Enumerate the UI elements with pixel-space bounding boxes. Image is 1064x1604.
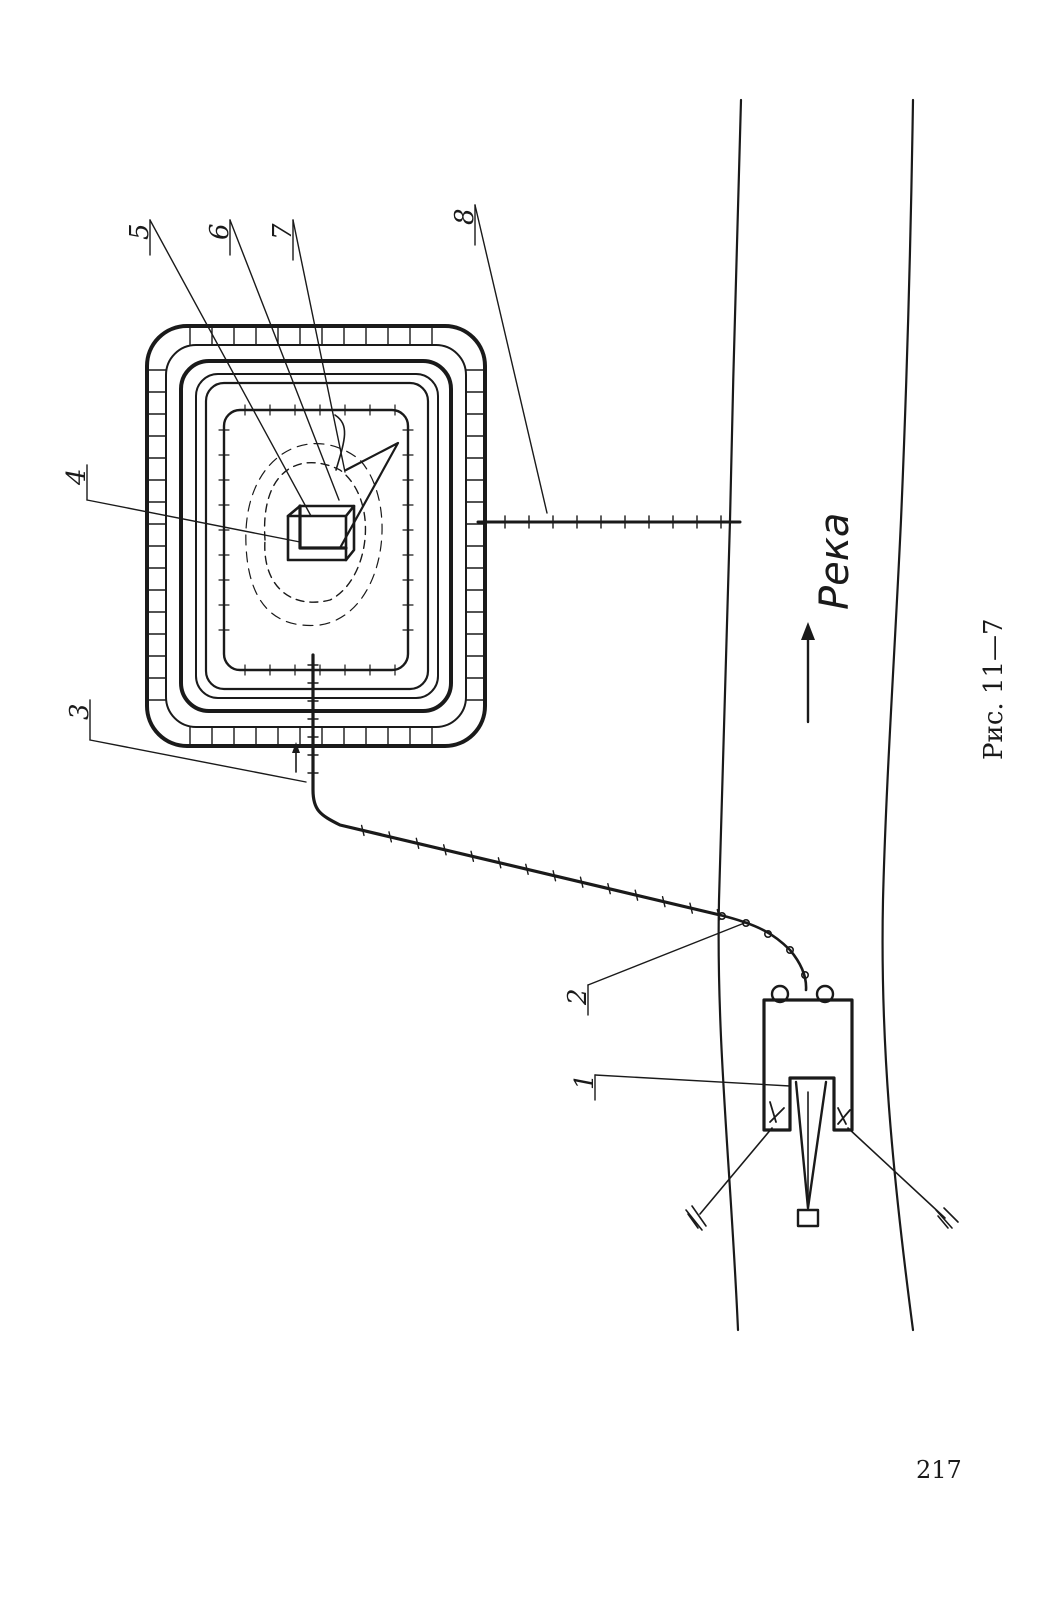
callout-3: 3 <box>65 703 95 720</box>
callout-2: 2 <box>563 988 593 1006</box>
hatch-tick <box>552 870 557 882</box>
callout-leaders <box>86 204 791 1101</box>
hatch-tick <box>607 883 611 895</box>
hatch-tick <box>579 876 584 888</box>
river-bank-upper <box>717 98 743 1332</box>
callout-6: 6 <box>205 223 235 240</box>
outlet-structure <box>245 414 400 627</box>
page-number: 217 <box>916 1456 962 1484</box>
hatch-tick <box>525 863 529 875</box>
hatch-tick <box>442 844 447 856</box>
flow-arrow <box>801 622 815 724</box>
callout-4: 4 <box>62 468 92 486</box>
discharge-pipeline <box>311 653 722 917</box>
inner-pond <box>218 404 414 676</box>
hatch-tick <box>388 831 393 843</box>
callout-5: 5 <box>125 223 155 240</box>
flow-label: Река <box>812 513 858 610</box>
figure-caption: Рис. 11—7 <box>979 618 1009 760</box>
river-bank-lower <box>881 98 915 1332</box>
hatch-tick <box>415 837 420 850</box>
hatch-tick <box>470 850 475 863</box>
hatch-tick <box>634 889 639 901</box>
callout-8: 8 <box>450 208 480 225</box>
callout-7: 7 <box>268 223 298 240</box>
floating-pipeline <box>717 911 809 992</box>
callout-1: 1 <box>570 1073 600 1090</box>
middle-embankment <box>179 359 453 713</box>
hatch-tick <box>497 857 502 869</box>
hatch-tick <box>360 824 365 837</box>
flow-direction-arrow-small <box>292 742 300 773</box>
hatch-tick <box>661 895 666 908</box>
hatch-tick <box>689 902 694 914</box>
drain-line <box>476 515 742 529</box>
dredger <box>685 984 959 1231</box>
